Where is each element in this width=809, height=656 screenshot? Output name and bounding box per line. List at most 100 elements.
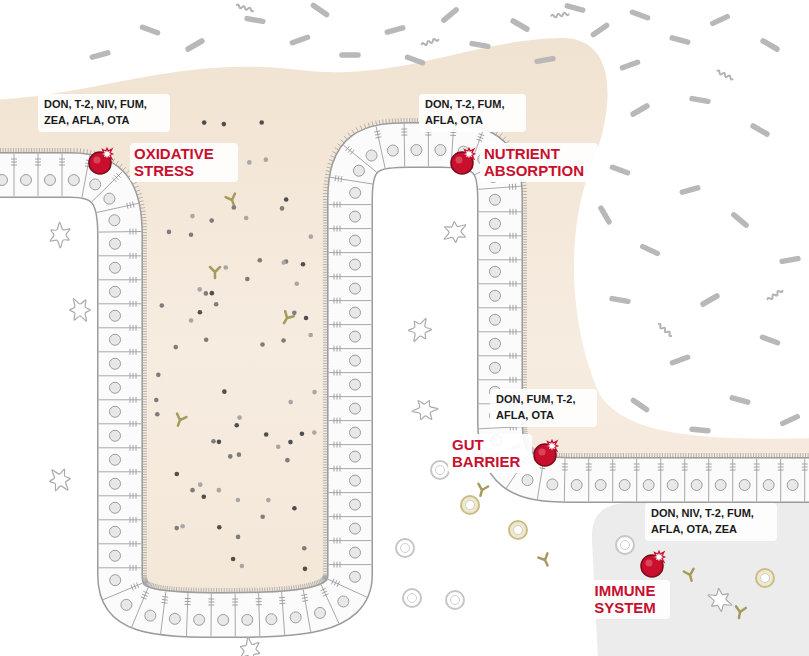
particle <box>259 120 264 125</box>
bacterium-rod <box>342 52 358 58</box>
bacterium-rod <box>601 208 609 222</box>
bacterium-rod <box>682 188 697 192</box>
cell-nucleus <box>104 193 115 204</box>
bacterium-rod <box>753 126 767 134</box>
toxin-list: DON, T-2, NIV, FUM, ZEA, AFLA, OTA <box>38 94 170 132</box>
cell-nucleus <box>490 314 501 325</box>
bacterium-rod <box>672 357 687 362</box>
particle <box>231 557 236 562</box>
bacterium-rod <box>593 25 606 34</box>
cell-nucleus <box>350 235 361 246</box>
marker-highlight <box>646 560 653 567</box>
particle <box>260 342 265 347</box>
immune-cell <box>396 539 414 557</box>
particles <box>154 120 317 571</box>
dendritic-cells <box>50 222 732 656</box>
immune-cell <box>461 496 479 514</box>
marker-burst <box>652 551 665 563</box>
particle <box>217 440 222 445</box>
bacterium-rod <box>567 6 582 10</box>
cell-nucleus <box>643 480 654 491</box>
cell-nucleus <box>350 547 361 558</box>
dendritic-cell <box>412 400 438 419</box>
immune-cell-core <box>621 541 630 550</box>
cell-nucleus <box>349 571 360 582</box>
immune-cell-body <box>403 589 421 607</box>
cell-nucleus <box>145 610 156 621</box>
particle <box>240 564 245 569</box>
toxin-list: DON, FUM, T-2, AFLA, OTA <box>490 389 597 427</box>
bacterium-rod <box>633 400 646 409</box>
cell-nucleus <box>110 502 121 513</box>
immune-cell <box>446 591 464 609</box>
particle <box>222 389 227 394</box>
immune-cell-body <box>756 569 774 587</box>
antibody <box>476 484 489 497</box>
cell-nucleus <box>435 145 446 156</box>
cell-nucleus <box>411 145 422 156</box>
bacterium-rod <box>188 41 202 49</box>
cell-nucleus <box>619 480 630 491</box>
bacterium-rod <box>672 38 687 42</box>
immune-cell-core <box>436 466 445 475</box>
immune-cell <box>431 461 449 479</box>
cell-nucleus <box>315 607 326 618</box>
effect-marker <box>89 148 113 174</box>
cell-nucleus <box>787 480 798 491</box>
bacterium-spiral <box>421 38 439 47</box>
bacterium-rod <box>247 19 263 22</box>
cell-nucleus <box>110 478 121 489</box>
particle <box>222 122 227 127</box>
particle <box>244 216 249 221</box>
particle <box>174 526 179 531</box>
particle <box>154 398 159 403</box>
bacterium-rod <box>782 259 798 262</box>
cell-nucleus <box>110 310 121 321</box>
cell-nucleus <box>667 480 678 491</box>
cell-nucleus <box>121 599 132 610</box>
antibodies <box>173 194 746 619</box>
nuclei <box>0 145 809 626</box>
cell-nucleus <box>522 475 533 486</box>
particle <box>202 120 207 125</box>
immune-cell-body <box>616 536 634 554</box>
cell-nucleus <box>547 479 558 490</box>
cell-nucleus <box>169 613 180 624</box>
antibody <box>734 606 746 619</box>
particle <box>285 458 290 463</box>
bacterium-rod <box>292 37 307 42</box>
particle <box>284 197 289 202</box>
cell-nucleus <box>109 215 120 226</box>
cell-nucleus <box>110 334 121 345</box>
cell-nucleus <box>350 475 361 486</box>
particle <box>217 525 222 530</box>
cell-nucleus <box>110 406 121 417</box>
epithelium-guide <box>0 145 809 615</box>
cell-nucleus <box>338 596 349 607</box>
bacterium-rod <box>713 17 728 24</box>
bacterium-rod <box>732 398 747 402</box>
particle <box>302 546 307 551</box>
effect-label: GUT BARRIER <box>448 434 532 473</box>
cell-nucleus <box>489 194 500 205</box>
immune-cell <box>616 536 634 554</box>
immune-cell-body <box>446 591 464 609</box>
epithelium <box>0 145 809 615</box>
bacterium-rod <box>142 27 157 32</box>
particle <box>232 205 237 210</box>
dendritic-cell <box>444 222 466 243</box>
bacterium-rod <box>513 21 527 29</box>
effect-marker <box>451 148 475 174</box>
cell-nucleus <box>739 480 750 491</box>
immune-cell-core <box>451 596 460 605</box>
bacterium-rod <box>703 296 717 304</box>
bacterium-rod <box>612 299 628 302</box>
particle <box>237 415 242 420</box>
cell-nucleus <box>490 218 501 229</box>
cell-nucleus <box>350 499 361 510</box>
particle <box>312 430 317 435</box>
dendritic-cell <box>50 222 70 248</box>
effect-marker <box>641 551 665 577</box>
antibody <box>538 553 552 567</box>
